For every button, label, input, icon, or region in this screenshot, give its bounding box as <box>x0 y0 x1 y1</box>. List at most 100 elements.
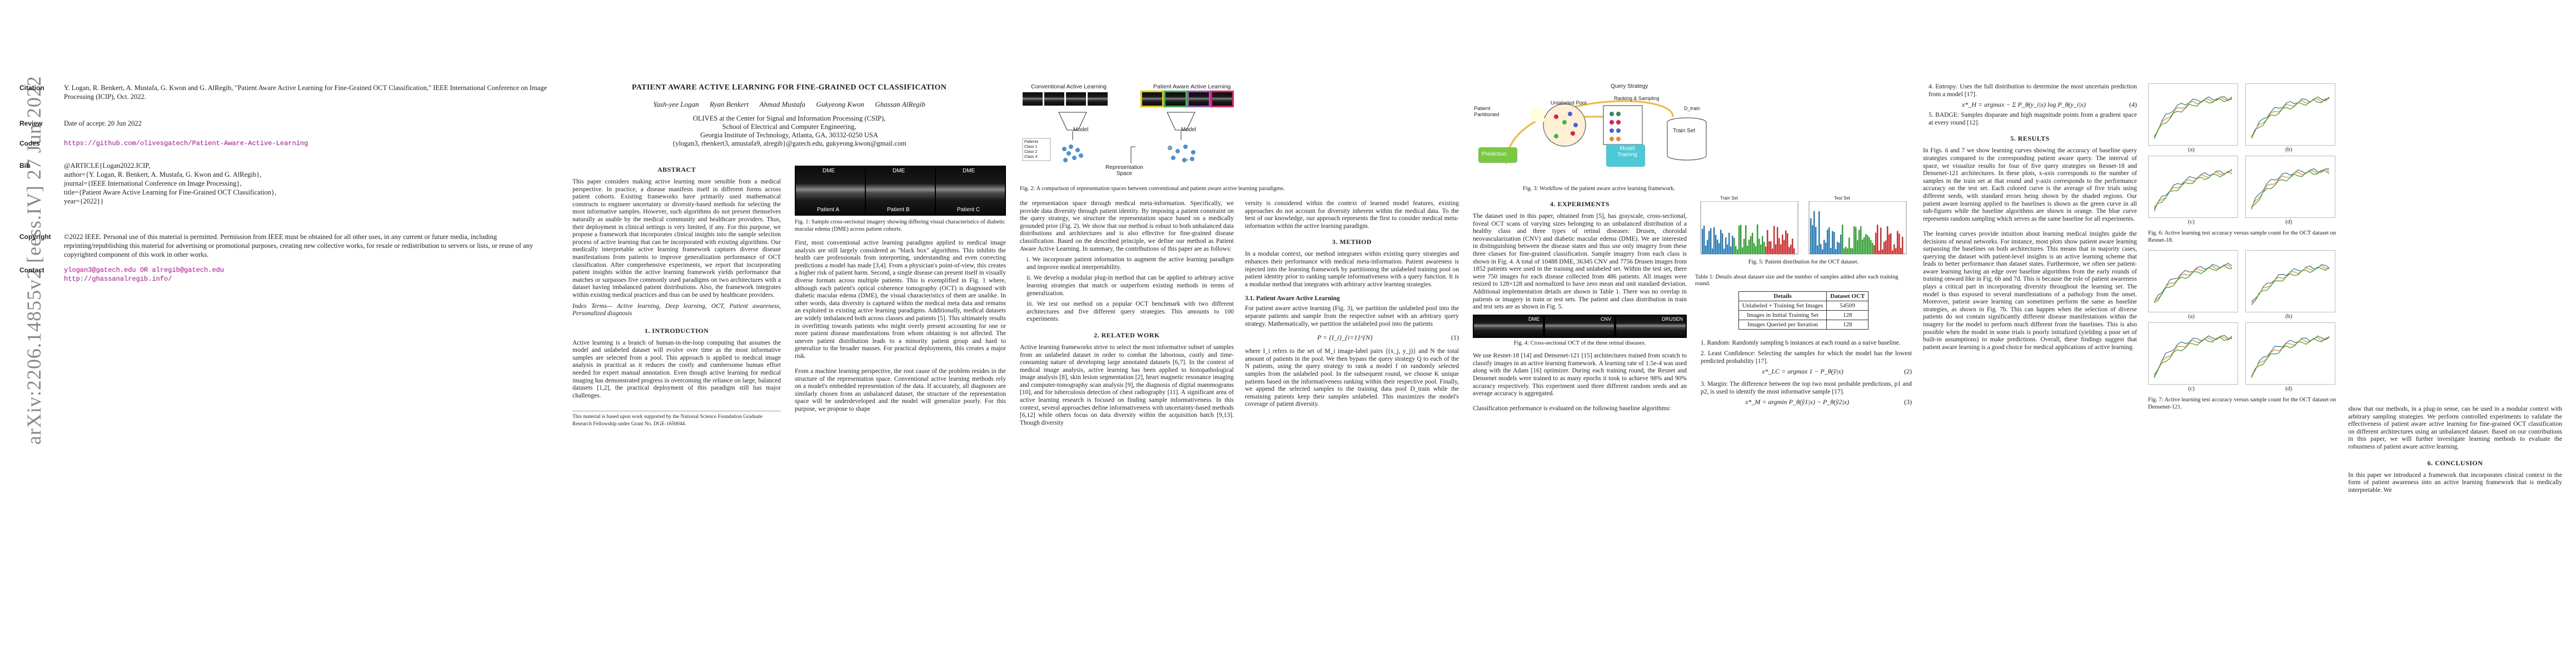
legend-item: Class 3 <box>1024 155 1038 159</box>
patient-label: Patient C <box>957 207 980 213</box>
histogram-bar <box>1715 235 1717 254</box>
table-cell: 128 <box>1826 310 1869 320</box>
equation-1-body: P = {I_i}_{i=1}^{N} <box>1317 334 1373 342</box>
section-3-1-heading: 3.1. Patient Aware Active Learning <box>1245 295 1340 302</box>
histogram-bar <box>1879 250 1880 254</box>
histogram-bar <box>1707 240 1708 254</box>
histogram-bar <box>1760 244 1762 254</box>
histogram-bar <box>1725 237 1727 254</box>
histogram-bar <box>1720 230 1722 254</box>
histogram-bar <box>1777 227 1778 254</box>
fig2-thumb <box>1210 91 1234 107</box>
figure-5-caption: Fig. 5: Patient distribution for the OCT… <box>1748 259 1859 265</box>
citation-row: Citation Y. Logan, R. Benkert, A. Mustaf… <box>19 83 553 106</box>
patient-label: Patient B <box>887 207 910 213</box>
histogram-bar <box>1860 226 1862 254</box>
fig5-bars <box>1700 201 1907 255</box>
paper-title: PATIENT AWARE ACTIVE LEARNING FOR FINE-G… <box>631 83 947 92</box>
bib-line: @ARTICLE{Logan2022.ICIP, <box>64 162 150 170</box>
histogram-bar <box>1857 240 1858 254</box>
affiliation-line: OLIVES at the Center for Signal and Info… <box>692 115 886 122</box>
paper-column-3: the representation space through medical… <box>1020 200 1234 427</box>
fig2-graphics <box>1022 112 1195 163</box>
histogram-bar <box>1845 247 1847 254</box>
learning-curve-line <box>2251 336 2330 379</box>
histogram-bar <box>1894 244 1895 254</box>
arxiv-stamp: arXiv:2206.14855v2 [eess.IV] 27 Jun 2022 <box>23 76 45 445</box>
learning-curve-line <box>2251 337 2330 377</box>
histogram-bar <box>1884 241 1885 254</box>
histogram-bar <box>1775 244 1777 254</box>
fig3-ranking: Ranking & Sampling <box>1614 96 1660 101</box>
oct-image-patient-b <box>866 167 935 215</box>
oct-label: DME <box>823 168 835 174</box>
paper-header: PATIENT AWARE ACTIVE LEARNING FOR FINE-G… <box>572 83 1006 148</box>
table-cell: 128 <box>1826 319 1869 330</box>
histogram-bar <box>1853 226 1855 254</box>
equation-3: x*_M = argmin P_θ(ŷ1|x) − P_θ(ŷ2|x) (3) <box>1695 396 1912 408</box>
histogram-bar <box>1702 228 1703 254</box>
fig2-thumb <box>1066 92 1086 106</box>
fig2-thumb <box>1187 91 1210 107</box>
fig5-title: Test Set <box>1834 196 1850 201</box>
histogram-bar <box>1889 234 1890 254</box>
learning-curve-line <box>2154 335 2233 376</box>
histogram-bar <box>1732 236 1733 254</box>
figures-6-7: (a) (b) (c) (d) Fig. 6: Active learning … <box>2148 83 2337 617</box>
contact-label: Contact <box>19 266 44 274</box>
histogram-bar <box>1828 227 1830 254</box>
table-row: Images in Initial Training Set 128 <box>1738 310 1869 320</box>
histogram-bar <box>1837 242 1838 254</box>
paper-authors: Yash-yee Logan Ryan Benkert Ahmad Mustaf… <box>653 100 925 108</box>
histogram-bar <box>1817 245 1818 254</box>
contact-website[interactable]: http://ghassanalregib.info/ <box>64 275 172 283</box>
figure-5-histograms: Train Set Test Set <box>1695 196 1912 257</box>
histogram-bar <box>1703 226 1705 254</box>
experiments-heading: 4. EXPERIMENTS <box>1549 200 1610 208</box>
histogram-bar <box>1757 224 1758 254</box>
histogram-bar <box>1722 233 1723 254</box>
contact-email[interactable]: ylogan3@gatech.edu OR alregib@gatech.edu <box>64 266 225 274</box>
fig2-thumb <box>1044 92 1064 106</box>
histogram-bar <box>1708 231 1710 254</box>
figure-2-caption: Fig. 2: A comparison of representation s… <box>1020 186 1285 192</box>
paper-column-7: 4. Entropy: Uses the full distribution t… <box>1923 83 2137 351</box>
learning-curve-line <box>2251 97 2330 139</box>
histogram-bar <box>1874 245 1875 254</box>
histogram-bar <box>1787 233 1788 254</box>
affiliation-emails: {ylogan3, rbenkert3, amustafa9, alregib}… <box>672 140 906 147</box>
fig2-left-title: Conventional Active Learning <box>1031 83 1107 90</box>
codes-link[interactable]: https://github.com/olivesgatech/Patient-… <box>64 140 308 147</box>
index-terms: Index Terms— Active learning, Deep learn… <box>572 302 781 317</box>
abstract-heading: ABSTRACT <box>657 166 696 173</box>
fig3-train-set: Train Set <box>1673 128 1696 134</box>
equation-1-number: (1) <box>1451 334 1459 342</box>
histogram-bar <box>1900 247 1902 254</box>
learning-curve-line <box>2251 168 2329 210</box>
oct-label: DRUSEN <box>1662 316 1683 322</box>
learning-curve-line <box>2251 96 2330 139</box>
baseline-item: 4. Entropy: Uses the full distribution t… <box>1929 83 2137 98</box>
histogram-bar <box>1890 233 1892 254</box>
learning-curve-chart <box>2148 322 2238 385</box>
histogram-bar <box>1713 227 1715 254</box>
fig3-model-training: Model Training <box>1617 146 1637 158</box>
legend-item: Class 1 <box>1024 145 1038 149</box>
histogram-bar <box>1740 225 1742 254</box>
learning-curve-chart <box>2245 156 2335 218</box>
learning-curve-line <box>2251 266 2330 305</box>
bib-label: Bib <box>19 162 31 170</box>
learning-curve-chart <box>2245 83 2335 146</box>
histogram-bar <box>1848 237 1850 254</box>
learning-curve-line <box>2251 170 2330 207</box>
oct-image-patient-c <box>936 167 1005 215</box>
histogram-bar <box>1897 231 1899 254</box>
equation-3-body: x*_M = argmin P_θ(ŷ1|x) − P_θ(ŷ2|x) <box>1745 398 1850 406</box>
oct-label: DME <box>893 168 905 174</box>
histogram-bar <box>1820 243 1822 254</box>
related-work-heading: 2. RELATED WORK <box>1094 331 1160 339</box>
histogram-bar <box>1862 240 1864 254</box>
histogram-bar <box>1867 235 1869 254</box>
learning-curve-line <box>2251 265 2330 303</box>
affiliation-line: School of Electrical and Computer Engine… <box>722 123 856 131</box>
